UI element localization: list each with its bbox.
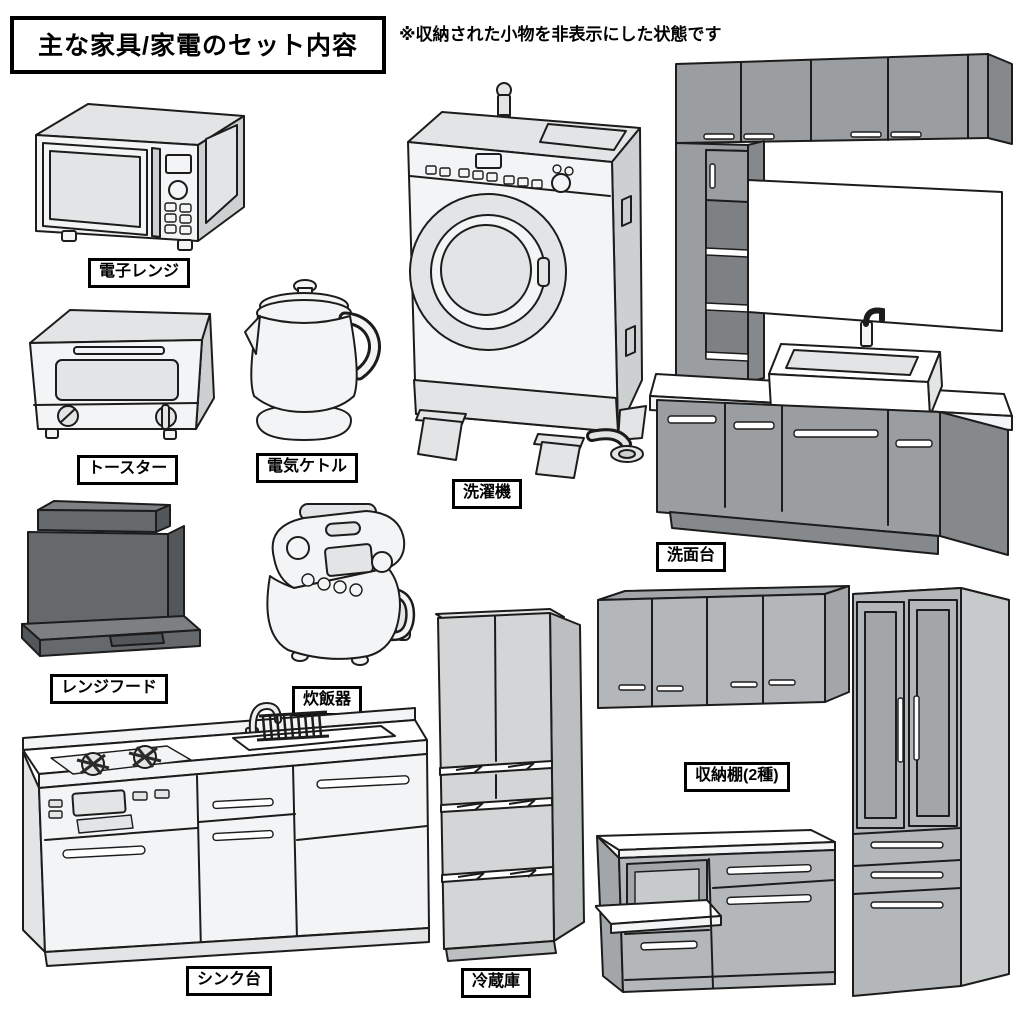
sink-unit-illustration: [22, 701, 430, 967]
sink-unit-figure: [15, 700, 440, 1005]
refrigerator-figure: [432, 600, 590, 973]
washing-machine-figure: [400, 80, 658, 487]
rice-cooker-illustration: [266, 503, 416, 666]
microwave-figure: [28, 95, 250, 264]
page-title: 主な家具/家電のセット内容: [10, 16, 386, 74]
microwave-label: 電子レンジ: [88, 258, 191, 288]
range-hood-illustration: [21, 500, 201, 657]
note-text: ※収納された小物を非表示にした状態です: [399, 25, 722, 44]
storage-shelves-label: 収納棚(2種): [684, 762, 790, 792]
refrigerator-illustration: [435, 608, 585, 962]
storage-shelves-illustration: [594, 585, 1010, 997]
sink-unit-label: シンク台: [186, 966, 273, 996]
electric-kettle-illustration: [244, 279, 381, 441]
rice-cooker-label: 炊飯器: [292, 686, 363, 716]
rice-cooker-figure: [238, 496, 426, 676]
microwave-illustration: [35, 103, 245, 251]
toaster-label: トースター: [77, 455, 179, 485]
refrigerator-label: 冷蔵庫: [461, 968, 532, 998]
washbasin-label: 洗面台: [656, 542, 727, 572]
washing-machine-label: 洗濯機: [452, 479, 523, 509]
range-hood-figure: [14, 498, 204, 668]
range-hood-label: レンジフード: [50, 674, 169, 704]
electric-kettle-figure: [243, 276, 385, 453]
washbasin-figure: [648, 50, 1016, 582]
washing-machine-illustration: [407, 82, 647, 479]
toaster-illustration: [29, 309, 215, 440]
storage-shelves-figure: [594, 582, 1024, 1012]
toaster-figure: [18, 303, 218, 458]
washbasin-illustration: [649, 53, 1013, 556]
electric-kettle-label: 電気ケトル: [256, 453, 359, 483]
